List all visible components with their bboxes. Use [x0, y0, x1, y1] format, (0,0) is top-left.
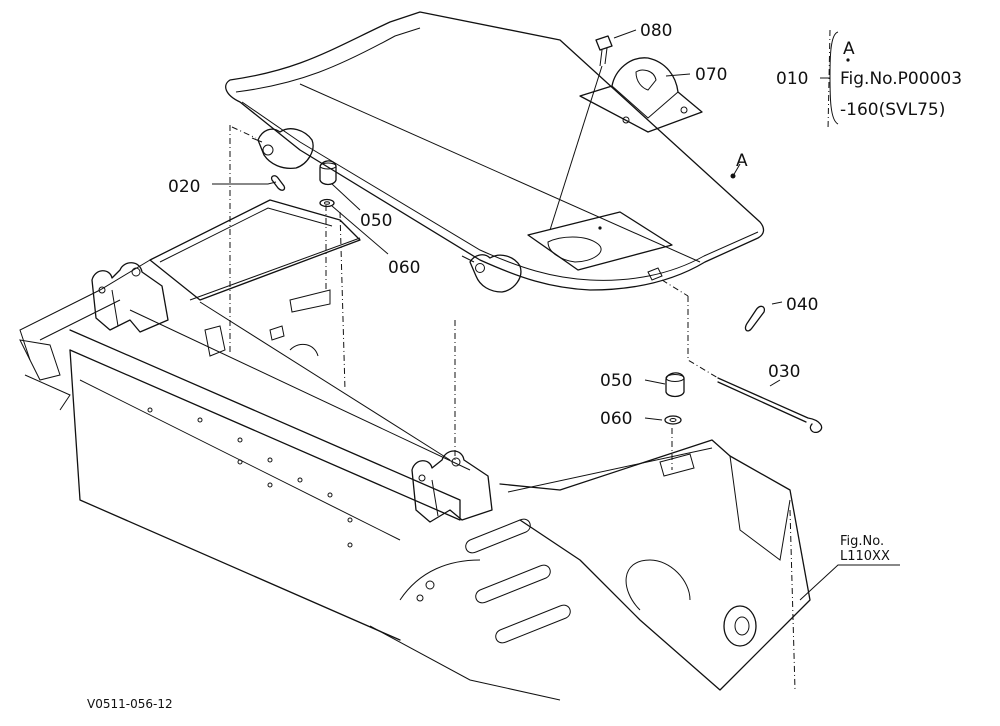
support-rod-030: [717, 377, 823, 434]
drawing-id: V0511-056-12: [87, 697, 173, 711]
callout-030: 030: [768, 362, 800, 382]
callout-020: 020: [168, 177, 200, 197]
callout-060-left: 060: [388, 258, 420, 278]
centerlines: [229, 29, 831, 691]
ref-bracket: [829, 31, 850, 125]
hinge-left: [251, 128, 314, 170]
stopper-right: [664, 372, 685, 425]
hinge-bracket-070: [579, 57, 703, 133]
clip-040: [744, 305, 766, 332]
callout-050-right: 050: [600, 371, 632, 391]
seat-cover-panel: [225, 11, 765, 291]
callout-080: 080: [640, 21, 672, 41]
callout-010: 010: [776, 69, 808, 89]
leader-lines: [212, 29, 900, 601]
callout-ref-a: A: [736, 151, 748, 171]
ref-box-line2: -160(SVL75): [840, 100, 945, 120]
machine-frame: [19, 199, 811, 701]
fig-ref-line2: L110XX: [840, 549, 890, 564]
callout-060-right: 060: [600, 409, 632, 429]
callout-070: 070: [695, 65, 727, 85]
ref-box-line1: Fig.No.P00003: [840, 69, 962, 89]
callout-040: 040: [786, 295, 818, 315]
ref-box-letter: A: [843, 39, 855, 59]
hinge-middle: [461, 254, 522, 293]
callout-050-left: 050: [360, 211, 392, 231]
stopper-left: [319, 160, 337, 208]
fig-ref-line1: Fig.No.: [840, 534, 884, 549]
bolt-080: [595, 35, 613, 67]
clip-020: [270, 175, 286, 191]
